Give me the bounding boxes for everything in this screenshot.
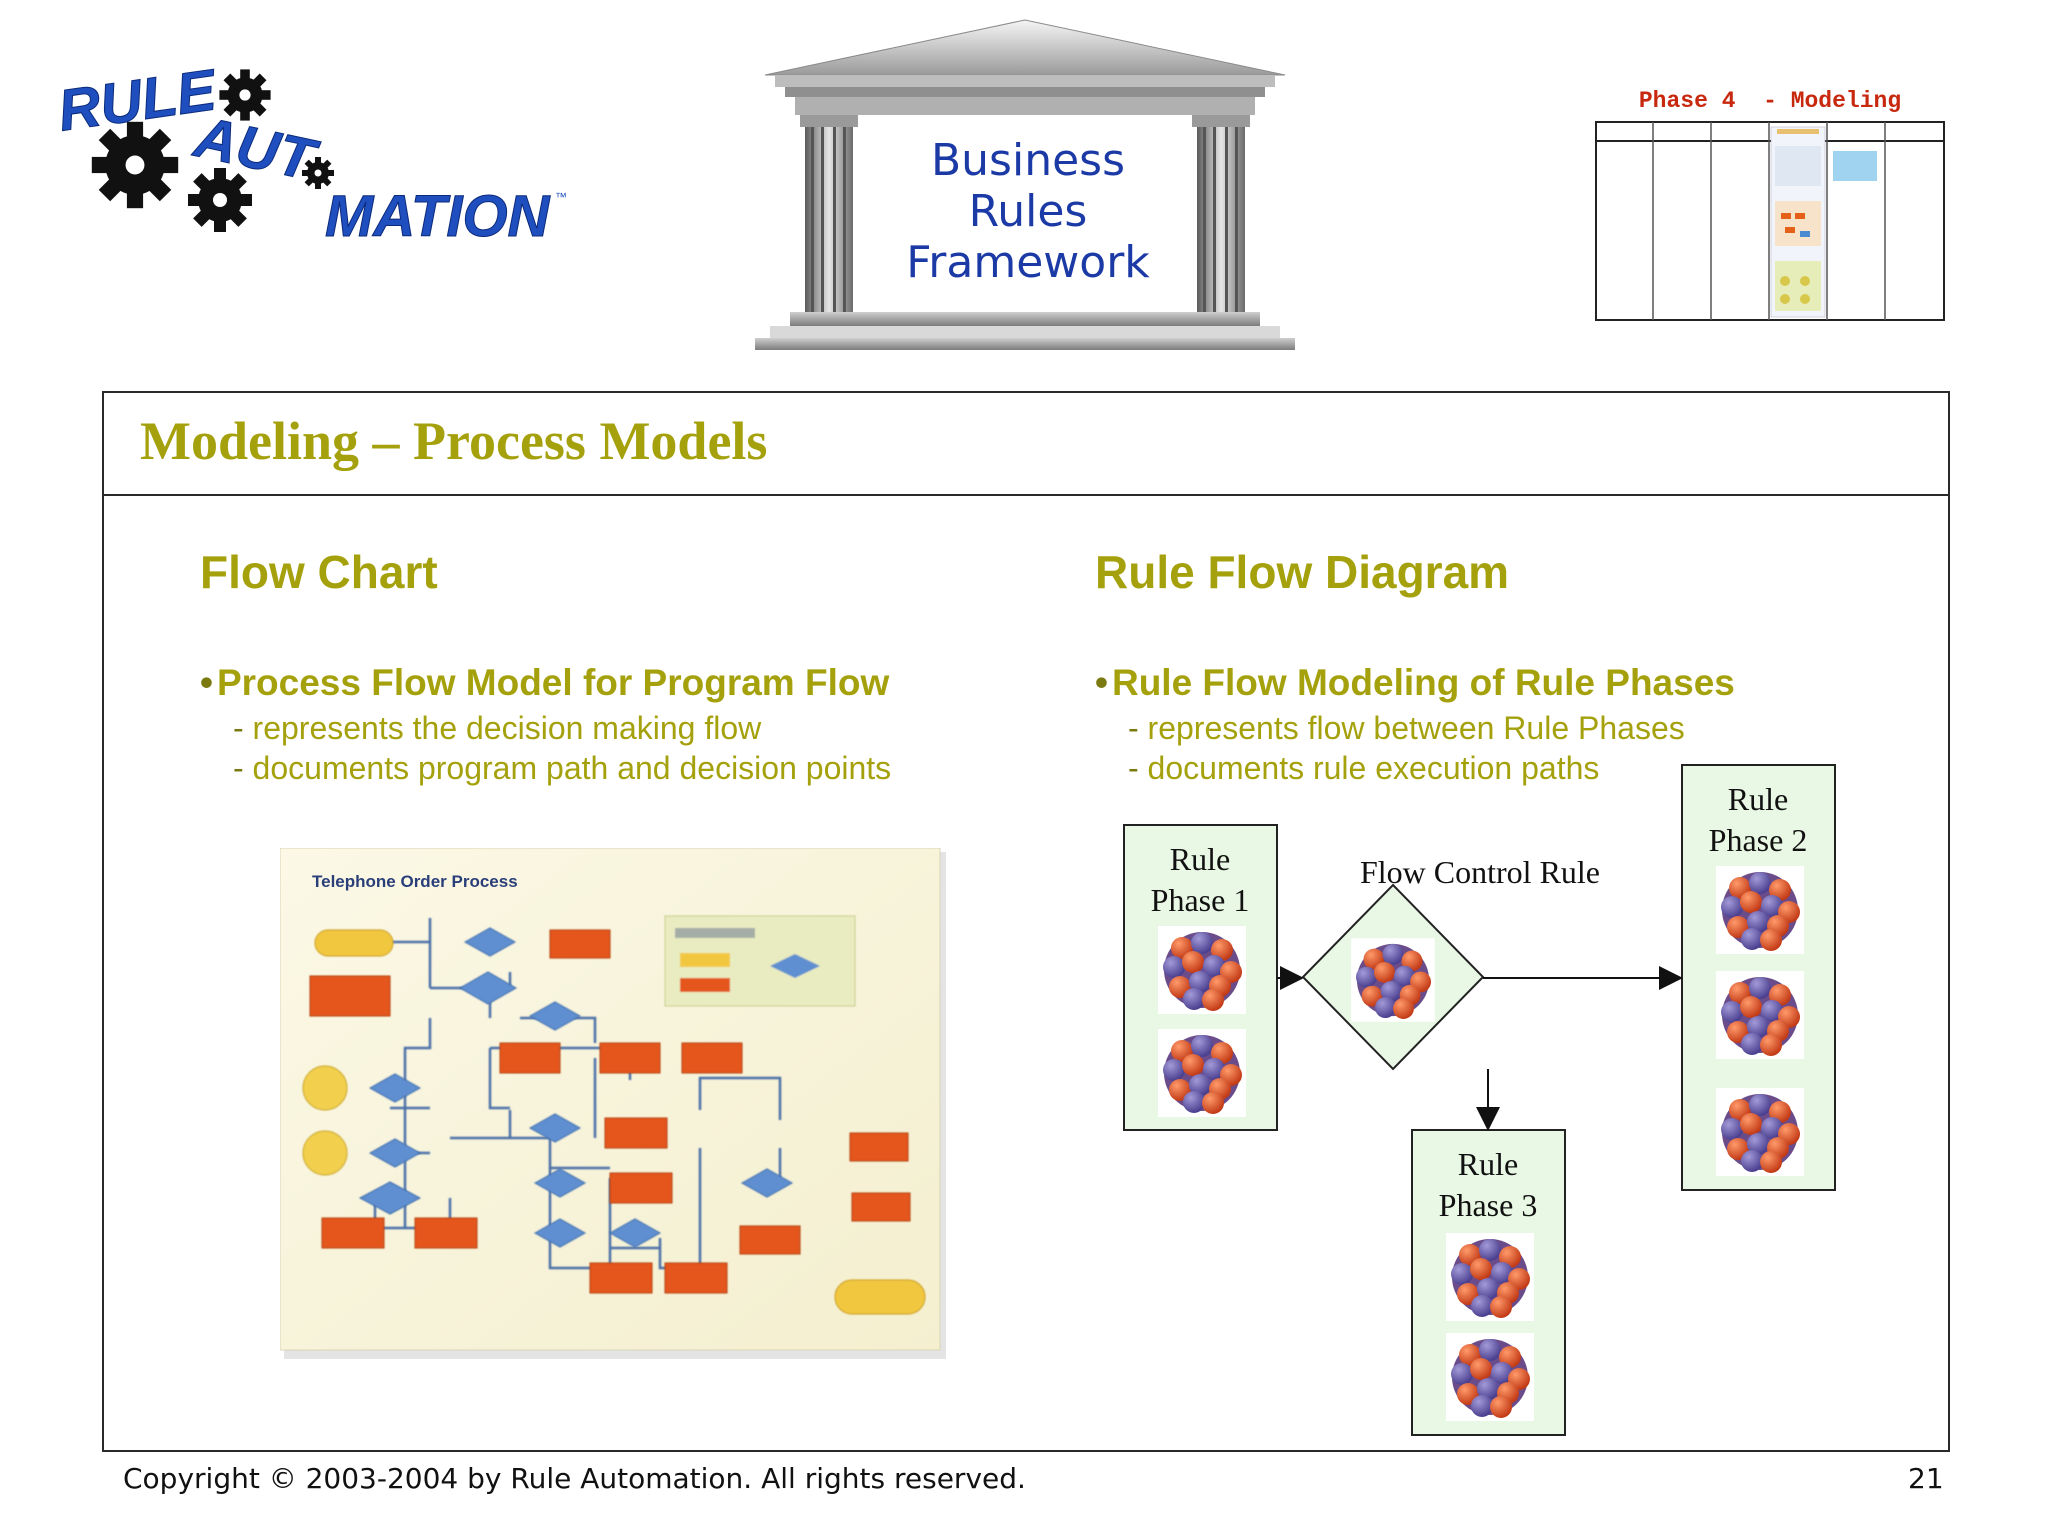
- phase-title: Phase 4 - Modeling: [1638, 88, 1902, 114]
- flow-control-label: Flow Control Rule: [1360, 854, 1600, 890]
- molecule-icon: [1158, 1029, 1246, 1117]
- rule-phase-3-label-line2: Phase 3: [1439, 1187, 1538, 1223]
- rule-automation-logo: RULE AUT MATION ™: [50, 55, 570, 265]
- rule-phase-2-label-line1: Rule: [1728, 781, 1788, 817]
- logo-word-mation: MATION: [324, 184, 550, 250]
- rule-phase-1-label-line1: Rule: [1170, 841, 1230, 877]
- molecule-icon: [1446, 1333, 1534, 1421]
- rule-phase-3-label-line1: Rule: [1458, 1146, 1518, 1182]
- molecule-icon: [1716, 971, 1804, 1059]
- flow-chart-subpoint-text: documents program path and decision poin…: [252, 750, 892, 786]
- rule-flow-subpoint-text: represents flow between Rule Phases: [1147, 710, 1685, 746]
- molecule-icon: [1446, 1233, 1534, 1321]
- temple-line-business: Business: [930, 135, 1126, 186]
- molecule-icon: [1716, 1088, 1804, 1176]
- rule-flow-diagram: Rule Phase 1 Rule Phase 2 Rule Phase 3 F…: [1123, 764, 1836, 1436]
- trademark-symbol: ™: [555, 190, 567, 204]
- rule-phase-1-label-line2: Phase 1: [1151, 882, 1250, 918]
- page-number: 21: [1908, 1462, 1944, 1495]
- temple-line-framework: Framework: [906, 237, 1150, 288]
- slide-frame: [102, 391, 1950, 1452]
- molecule-icon: [1351, 938, 1435, 1022]
- temple-line-rules: Rules: [968, 186, 1088, 237]
- molecule-icon: [1158, 926, 1246, 1014]
- flowchart-image-title: Telephone Order Process: [312, 872, 518, 891]
- phase-map-thumbnail: [1595, 121, 1945, 321]
- rule-flow-bullet-text: Rule Flow Modeling of Rule Phases: [1111, 662, 1735, 703]
- title-divider: [102, 494, 1950, 496]
- telephone-order-flowchart-image: Telephone Order Process: [280, 848, 946, 1359]
- rule-flow-heading: Rule Flow Diagram: [1095, 546, 1510, 598]
- rule-phase-2-label-line2: Phase 2: [1709, 822, 1808, 858]
- flow-chart-bullet: •Process Flow Model for Program Flow: [200, 662, 890, 703]
- slide-title: Modeling – Process Models: [140, 411, 768, 471]
- molecule-icon: [1716, 866, 1804, 954]
- rule-flow-subpoint: - documents rule execution paths: [1128, 750, 1600, 786]
- rule-flow-bullet: •Rule Flow Modeling of Rule Phases: [1095, 662, 1735, 703]
- business-rules-framework-temple: Business Rules Framework: [745, 15, 1305, 360]
- rule-flow-subpoint-text: documents rule execution paths: [1147, 750, 1600, 786]
- copyright-notice: Copyright © 2003-2004 by Rule Automation…: [123, 1462, 1026, 1495]
- flow-chart-subpoint: - represents the decision making flow: [233, 710, 762, 746]
- flow-chart-subpoint: - documents program path and decision po…: [233, 750, 892, 786]
- flow-chart-bullet-text: Process Flow Model for Program Flow: [216, 662, 890, 703]
- temple-caption: Business Rules Framework: [863, 135, 1193, 288]
- temple-graphic: [755, 19, 1295, 350]
- flow-chart-heading: Flow Chart: [200, 546, 438, 598]
- rule-flow-subpoint: - represents flow between Rule Phases: [1128, 710, 1685, 746]
- flow-chart-subpoint-text: represents the decision making flow: [252, 710, 762, 746]
